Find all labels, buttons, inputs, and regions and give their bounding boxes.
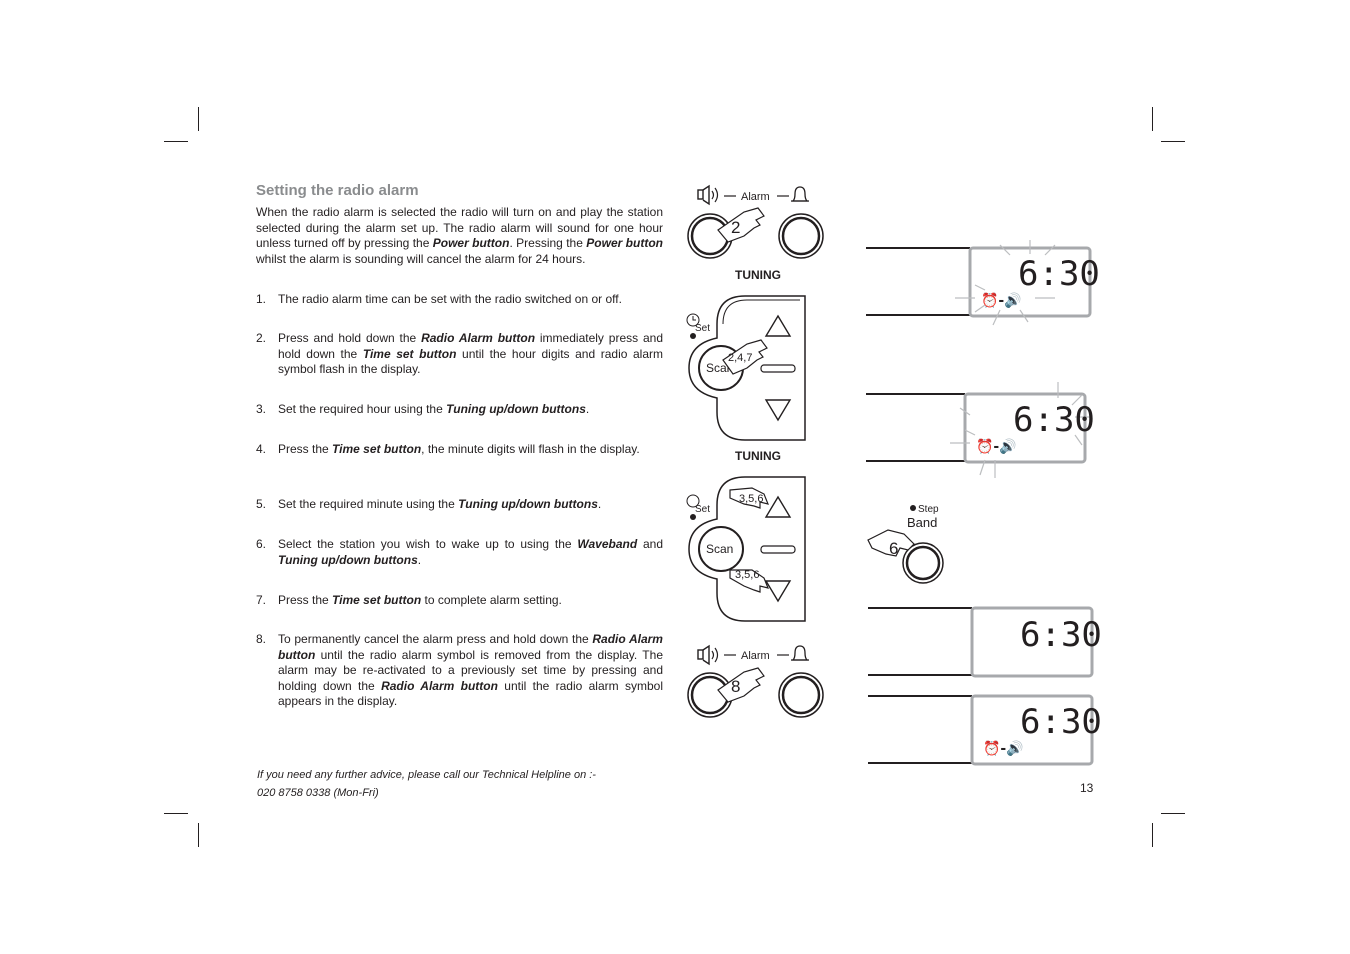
lcd-time: 6:30 <box>1013 400 1095 440</box>
radio-alarm-button <box>687 672 733 718</box>
step-label: Step <box>918 504 939 515</box>
set-label: Set <box>695 504 710 515</box>
lcd-display <box>970 694 1094 766</box>
press-step-6: 6 <box>889 539 898 558</box>
section-title: Setting the radio alarm <box>256 182 419 199</box>
lcd-time: 6:30 <box>1018 254 1100 294</box>
clock-icon <box>686 494 700 508</box>
step-2: 2. Press and hold down the Radio Alarm b… <box>256 331 664 377</box>
crop-mark <box>1161 141 1185 142</box>
lcd-display <box>968 246 1092 318</box>
crop-mark <box>164 141 188 142</box>
step-8: 8. To permanently cancel the alarm press… <box>256 632 663 709</box>
alarm-radio-symbol: ⏰-🔊 <box>981 291 1022 309</box>
scan-label: Scan <box>706 361 733 375</box>
lcd-time: 6:30 <box>1020 702 1102 742</box>
speaker-icon <box>697 644 719 666</box>
press-step-356-up: 3,5,6 <box>739 493 763 505</box>
crop-mark <box>164 813 188 814</box>
press-step-8: 8 <box>731 677 740 696</box>
tuning-panel: Scan <box>688 476 806 622</box>
buzzer-alarm-button <box>778 672 824 718</box>
band-label: Band <box>907 515 937 530</box>
intro-paragraph: When the radio alarm is selected the rad… <box>256 205 663 266</box>
step-1: 1. The radio alarm time can be set with … <box>256 292 622 306</box>
press-step-356-down: 3,5,6 <box>735 569 759 581</box>
step-3: 3. Set the required hour using the Tunin… <box>256 402 590 416</box>
crop-mark <box>1161 813 1185 814</box>
scan-button <box>698 345 744 391</box>
helpline-number: 020 8758 0338 (Mon-Fri) <box>257 787 379 799</box>
pointing-hand-icon <box>729 569 769 593</box>
helpline-text: If you need any further advice, please c… <box>257 769 596 781</box>
pointing-hand-icon <box>722 339 768 375</box>
scan-label: Scan <box>706 542 733 556</box>
pointing-hand-icon <box>717 207 765 243</box>
flash-rays <box>950 382 1092 478</box>
band-button <box>902 542 944 584</box>
crop-mark <box>198 107 199 131</box>
flash-rays <box>955 240 1056 326</box>
bell-icon <box>791 645 809 661</box>
radio-alarm-button <box>687 213 733 259</box>
press-step-247: 2,4,7 <box>728 352 752 364</box>
tuning-label: TUNING <box>735 268 781 282</box>
pointing-hand-icon <box>867 529 915 557</box>
tuning-down-icon <box>764 580 792 603</box>
pointing-hand-icon <box>729 487 769 509</box>
alarm-radio-symbol: ⏰-🔊 <box>983 739 1024 757</box>
step-6: 6. Select the station you wish to wake u… <box>256 537 663 567</box>
tuning-down-icon <box>764 399 792 422</box>
lcd-display <box>963 392 1087 464</box>
page-number: 13 <box>1080 781 1094 795</box>
crop-mark <box>1152 823 1153 847</box>
tuning-up-icon <box>764 495 792 518</box>
step-5: 5. Set the required minute using the Tun… <box>256 497 602 511</box>
alarm-label: Alarm <box>741 650 770 662</box>
step-7: 7. Press the Time set button to complete… <box>256 593 562 607</box>
buzzer-alarm-button <box>778 213 824 259</box>
tuning-panel: Scan <box>688 295 806 441</box>
bell-icon <box>791 186 809 202</box>
tuning-up-icon <box>764 314 792 337</box>
clock-icon <box>686 313 700 327</box>
lcd-display <box>970 606 1094 678</box>
pointing-hand-icon <box>717 667 765 703</box>
step-4: 4. Press the Time set button, the minute… <box>256 442 640 456</box>
crop-mark <box>1152 107 1153 131</box>
lcd-time: 6:30 <box>1020 615 1102 655</box>
alarm-label: Alarm <box>741 191 770 203</box>
press-step-2: 2 <box>731 218 740 237</box>
speaker-icon <box>697 184 719 206</box>
crop-mark <box>198 823 199 847</box>
tuning-label-2: TUNING <box>735 449 781 463</box>
set-label: Set <box>695 323 710 334</box>
alarm-radio-symbol: ⏰-🔊 <box>976 437 1017 455</box>
scan-button <box>698 526 744 572</box>
